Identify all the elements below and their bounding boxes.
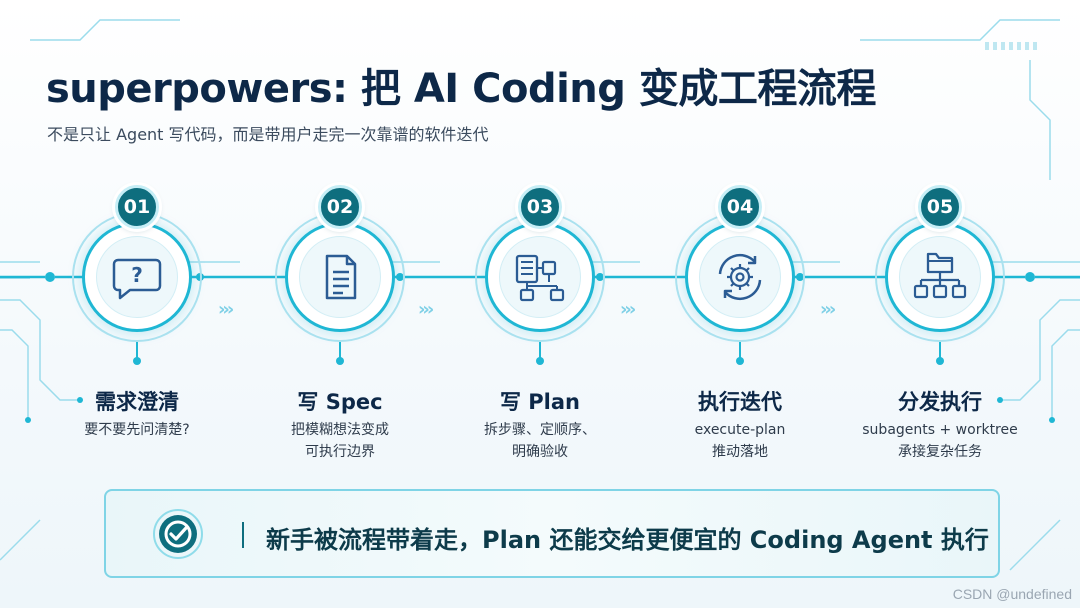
page-subtitle: 不是只让 Agent 写代码，而是带用户走完一次靠谱的软件迭代 xyxy=(47,125,489,144)
step-title: 需求澄清 xyxy=(95,390,179,414)
plan-flow-icon xyxy=(515,254,565,302)
step-desc-line: 承接复杂任务 xyxy=(898,444,982,460)
step-description: subagents + worktree 承接复杂任务 xyxy=(840,419,1040,463)
step-title: 写 Spec xyxy=(297,390,383,414)
connector-dot xyxy=(936,357,944,365)
document-icon xyxy=(325,254,357,300)
step-title: 执行迭代 xyxy=(698,390,782,414)
step-description: execute-plan 推动落地 xyxy=(640,419,840,463)
step-02: 02 写 Spec 把模糊想法变成 可执行边界 xyxy=(240,0,440,470)
question-bubble-icon: ? xyxy=(112,258,162,300)
step-desc-line: execute-plan xyxy=(694,422,786,438)
step-title: 分发执行 xyxy=(898,390,982,414)
icon-holder xyxy=(299,236,381,318)
step-desc-line: 把模糊想法变成 xyxy=(291,422,389,438)
connector-stem xyxy=(739,342,741,360)
icon-holder xyxy=(699,236,781,318)
connector-stem xyxy=(136,342,138,360)
chevron-right-icon: ››› xyxy=(418,299,434,320)
gear-cycle-icon xyxy=(718,253,762,301)
connector-dot xyxy=(536,357,544,365)
step-description: 把模糊想法变成 可执行边界 xyxy=(240,419,440,463)
svg-text:?: ? xyxy=(131,263,143,287)
folder-tree-icon xyxy=(913,252,967,299)
connector-dot xyxy=(336,357,344,365)
step-desc-line: subagents + worktree xyxy=(862,422,1018,438)
banner-text: 新手被流程带着走，Plan 还能交给更便宜的 Coding Agent 执行 xyxy=(266,526,989,554)
step-05: 05 分发执行 subagents + worktree 承接复杂任务 xyxy=(840,0,1040,470)
page-title: superpowers: 把 AI Coding 变成工程流程 xyxy=(46,66,876,112)
step-03: 03 写 Plan 拆步骤、定顺序、 明确验收 xyxy=(440,0,640,470)
step-desc-line: 可执行边界 xyxy=(305,444,375,460)
step-desc-line: 要不要先问清楚? xyxy=(84,422,190,438)
chevron-right-icon: ››› xyxy=(820,299,836,320)
step-number-badge: 02 xyxy=(318,185,362,229)
step-desc-line: 明确验收 xyxy=(512,444,568,460)
connector-stem xyxy=(939,342,941,360)
chevron-right-icon: ››› xyxy=(620,299,636,320)
icon-holder xyxy=(899,236,981,318)
step-number-badge: 03 xyxy=(518,185,562,229)
step-04: 04 执行迭代 execute-plan 推动落地 xyxy=(640,0,840,470)
icon-holder: ? xyxy=(96,236,178,318)
step-number-badge: 01 xyxy=(115,185,159,229)
watermark: CSDN @undefined xyxy=(952,586,1072,602)
summary-banner: 新手被流程带着走，Plan 还能交给更便宜的 Coding Agent 执行 xyxy=(104,489,1000,578)
step-01: ? 01 需求澄清 要不要先问清楚? xyxy=(37,0,237,470)
connector-dot xyxy=(736,357,744,365)
banner-divider xyxy=(242,522,244,548)
step-desc-line: 推动落地 xyxy=(712,444,768,460)
check-badge-icon xyxy=(153,509,203,559)
connector-stem xyxy=(539,342,541,360)
step-description: 拆步骤、定顺序、 明确验收 xyxy=(440,419,640,463)
chevron-right-icon: ››› xyxy=(218,299,234,320)
step-desc-line: 拆步骤、定顺序、 xyxy=(484,422,596,438)
connector-dot xyxy=(133,357,141,365)
step-number-badge: 05 xyxy=(918,185,962,229)
icon-holder xyxy=(499,236,581,318)
step-title: 写 Plan xyxy=(499,390,581,414)
step-number-badge: 04 xyxy=(718,185,762,229)
connector-stem xyxy=(339,342,341,360)
step-description: 要不要先问清楚? xyxy=(37,419,237,441)
